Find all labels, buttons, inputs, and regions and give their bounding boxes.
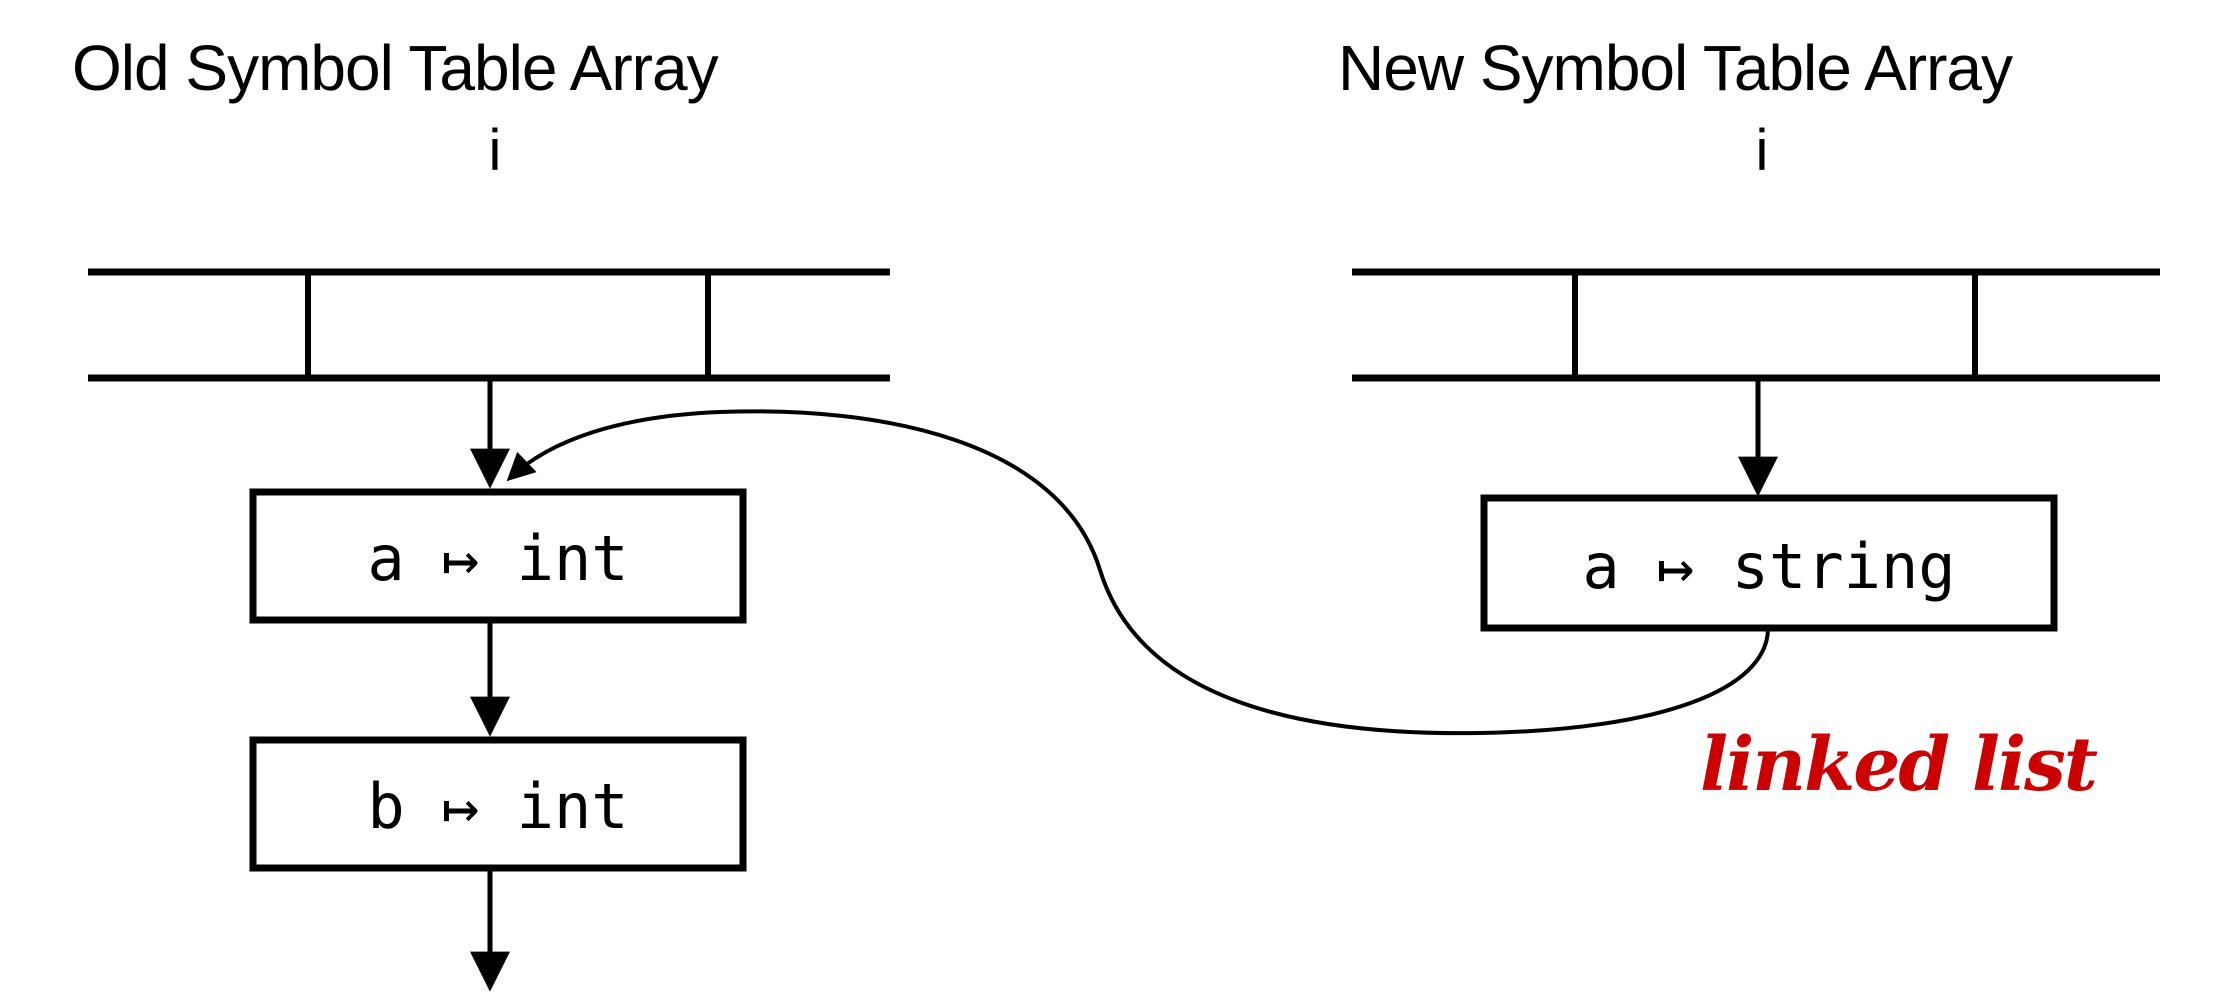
linked-list-pointer-curve (506, 409, 1770, 736)
right-symbol-table-array (1352, 268, 2160, 382)
left-node-1-label: a ↦ int (367, 522, 628, 595)
left-node-2-label: b ↦ int (367, 770, 628, 843)
left-array-title: Old Symbol Table Array (72, 32, 719, 104)
right-node-1: a ↦ string (1480, 494, 2058, 632)
left-symbol-table-array (88, 268, 890, 382)
left-node-1: a ↦ int (249, 488, 747, 624)
left-node-2-box (249, 736, 747, 872)
left-node-2: b ↦ int (249, 736, 747, 872)
right-node-1-label: a ↦ string (1582, 530, 1955, 603)
right-array-title: New Symbol Table Array (1338, 32, 2013, 104)
left-index-label: i (489, 118, 502, 183)
linked-list-annotation: linked list (1700, 722, 2098, 808)
right-index-label: i (1756, 118, 1769, 183)
left-node-1-box (249, 488, 747, 624)
